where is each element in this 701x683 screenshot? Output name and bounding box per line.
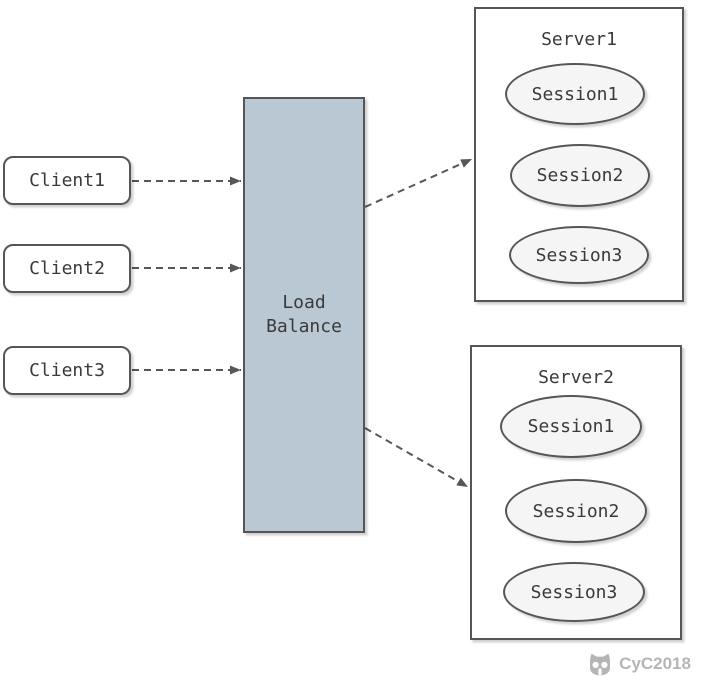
watermark: CyC2018 (586, 651, 691, 677)
server2-session3-label: Session3 (530, 581, 618, 603)
server1-session3-node: Session3 (509, 226, 649, 284)
server1-title: Server1 (541, 29, 617, 50)
server2-session2-label: Session2 (532, 500, 620, 522)
client1-node: Client1 (3, 156, 131, 205)
server2-title: Server2 (538, 367, 614, 388)
load-balancer-label: Load Balance (266, 292, 342, 337)
load-balancer-node: Load Balance (243, 97, 365, 533)
server1-session1-node: Session1 (505, 63, 645, 125)
arrow-load-balancer-to-server1 (364, 158, 473, 208)
arrow-load-balancer-to-server2 (364, 427, 469, 488)
client2-node: Client2 (3, 244, 131, 293)
watermark-text: CyC2018 (619, 654, 691, 673)
server2-session1-label: Session1 (527, 416, 615, 437)
client2-label: Client2 (29, 258, 105, 279)
client3-node: Client3 (3, 346, 131, 395)
server1-session1-label: Session1 (531, 83, 619, 105)
server1-session3-label: Session3 (535, 244, 623, 266)
server1-session2-label: Session2 (536, 165, 624, 186)
server2-session3-node: Session3 (503, 562, 645, 622)
server2-session2-node: Session2 (505, 479, 647, 543)
server1-session2-node: Session2 (510, 144, 650, 207)
cat-logo-icon (590, 653, 611, 676)
client1-label: Client1 (29, 170, 105, 191)
server2-session1-node: Session1 (500, 395, 642, 458)
client3-label: Client3 (29, 360, 105, 381)
